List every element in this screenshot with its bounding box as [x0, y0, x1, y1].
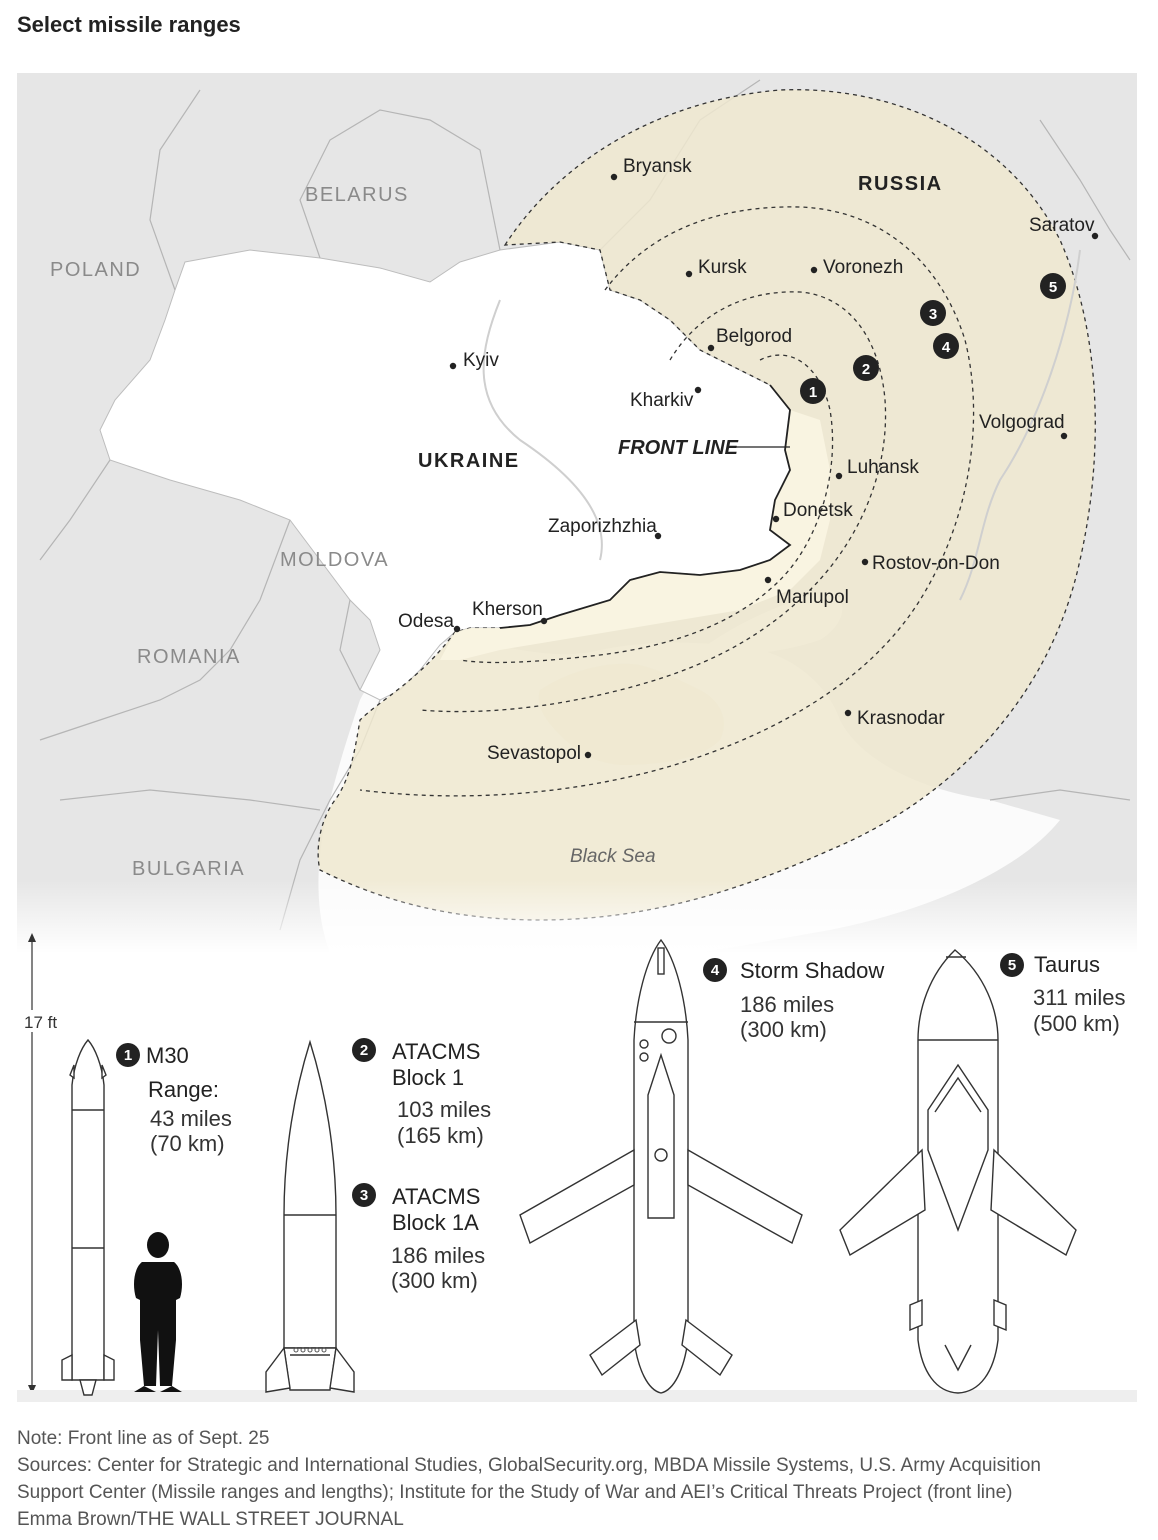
- svg-text:1: 1: [124, 1047, 132, 1064]
- m30-name: M30: [146, 1043, 189, 1068]
- atacms1-miles: 103 miles: [397, 1097, 491, 1122]
- svg-text:2: 2: [360, 1042, 368, 1059]
- label-moldova: MOLDOVA: [280, 549, 389, 571]
- atacms1a-block: Block 1A: [392, 1210, 479, 1235]
- m30-km: (70 km): [150, 1131, 225, 1156]
- city-donetsk: Donetsk: [783, 500, 853, 521]
- m30-miles: 43 miles: [150, 1106, 232, 1131]
- city-kharkiv: Kharkiv: [630, 390, 694, 411]
- city-zaporizhzhia: Zaporizhzhia: [548, 516, 657, 537]
- atacms1-block: Block 1: [392, 1065, 464, 1090]
- human-silhouette: [134, 1232, 182, 1392]
- scale-label: 17 ft: [24, 1013, 57, 1032]
- footer-note: Note: Front line as of Sept. 25: [17, 1428, 270, 1449]
- label-belarus: BELARUS: [305, 184, 409, 206]
- taurus-illustration: [839, 949, 1077, 1394]
- atacms-illustration: [265, 1039, 355, 1393]
- map-badge-5: 5: [1040, 273, 1066, 299]
- atacms1a-km: (300 km): [391, 1268, 478, 1293]
- taurus-miles: 311 miles: [1033, 985, 1126, 1010]
- range-2-line: [419, 291, 887, 713]
- svg-text:1: 1: [809, 384, 817, 401]
- city-mariupol: Mariupol: [776, 587, 849, 608]
- footer-sources-1: Sources: Center for Strategic and Intern…: [17, 1455, 1041, 1476]
- city-rostov: Rostov-on-Don: [872, 553, 1000, 574]
- atacms1a-miles: 186 miles: [391, 1243, 485, 1268]
- atacms1a-label: 3 ATACMS Block 1A 186 miles (300 km): [352, 1183, 485, 1293]
- atacms1-name: ATACMS: [392, 1039, 480, 1064]
- city-kyiv: Kyiv: [463, 350, 499, 371]
- label-romania: ROMANIA: [137, 646, 241, 668]
- city-belgorod: Belgorod: [716, 326, 792, 347]
- label-black-sea: Black Sea: [570, 846, 656, 867]
- city-krasnodar: Krasnodar: [857, 708, 945, 729]
- storm-miles: 186 miles: [740, 992, 834, 1017]
- taurus-km: (500 km): [1033, 1011, 1120, 1036]
- range-3-4-line: [359, 206, 975, 797]
- svg-text:3: 3: [929, 306, 937, 323]
- city-kherson: Kherson: [472, 599, 543, 620]
- city-sevastopol: Sevastopol: [487, 743, 581, 764]
- m30-illustration: [61, 1038, 115, 1396]
- atacms1-label: 2 ATACMS Block 1 103 miles (165 km): [352, 1038, 491, 1148]
- map-badge-1: 1: [800, 378, 826, 404]
- map-badge-4: 4: [933, 333, 959, 359]
- map-badge-3: 3: [920, 300, 946, 326]
- storm-km: (300 km): [740, 1017, 827, 1042]
- svg-text:2: 2: [862, 361, 870, 378]
- range-badges: 1 2 3 4 5: [800, 273, 1066, 404]
- city-saratov: Saratov: [1029, 215, 1095, 236]
- taurus-label: 5 Taurus 311 miles (500 km): [1000, 952, 1126, 1036]
- label-ukraine: UKRAINE: [418, 450, 520, 472]
- city-odesa: Odesa: [398, 611, 454, 632]
- svg-text:4: 4: [942, 339, 951, 356]
- storm-shadow-illustration: [519, 938, 803, 1394]
- map-fade: [17, 880, 1137, 953]
- svg-text:5: 5: [1049, 279, 1057, 296]
- label-russia: RUSSIA: [858, 173, 943, 195]
- svg-text:4: 4: [711, 962, 720, 979]
- footer-sources-2: Support Center (Missile ranges and lengt…: [17, 1482, 1013, 1503]
- taurus-name: Taurus: [1034, 952, 1100, 977]
- cities: Bryansk Kursk Voronezh Saratov Belgorod …: [398, 156, 1099, 764]
- label-front-line: FRONT LINE: [618, 437, 739, 459]
- svg-text:5: 5: [1008, 957, 1016, 974]
- m30-range-label: Range:: [148, 1077, 219, 1102]
- missile-range-graphic: BELARUS POLAND UKRAINE RUSSIA MOLDOVA RO…: [17, 73, 1137, 1402]
- footer-credit: Emma Brown/THE WALL STREET JOURNAL: [17, 1509, 404, 1530]
- m30-label: 1 M30 Range: 43 miles (70 km): [116, 1043, 232, 1156]
- atacms1-km: (165 km): [397, 1123, 484, 1148]
- front-line: [499, 384, 792, 629]
- map-badge-2: 2: [853, 355, 879, 381]
- ground-line: [17, 1390, 1137, 1402]
- page-title: Select missile ranges: [17, 12, 241, 37]
- storm-shadow-label: 4 Storm Shadow 186 miles (300 km): [703, 958, 884, 1042]
- occupied-zone: [440, 410, 830, 660]
- city-voronezh: Voronezh: [823, 257, 903, 278]
- label-poland: POLAND: [50, 259, 141, 281]
- rivers: [482, 249, 1081, 601]
- storm-name: Storm Shadow: [740, 958, 884, 983]
- city-volgograd: Volgograd: [979, 412, 1065, 433]
- svg-text:3: 3: [360, 1187, 368, 1204]
- label-bulgaria: BULGARIA: [132, 858, 245, 880]
- city-bryansk: Bryansk: [623, 156, 692, 177]
- map: [17, 73, 1137, 953]
- city-kursk: Kursk: [698, 257, 747, 278]
- height-scale: 17 ft: [18, 933, 64, 1394]
- city-luhansk: Luhansk: [847, 457, 919, 478]
- atacms1a-name: ATACMS: [392, 1184, 480, 1209]
